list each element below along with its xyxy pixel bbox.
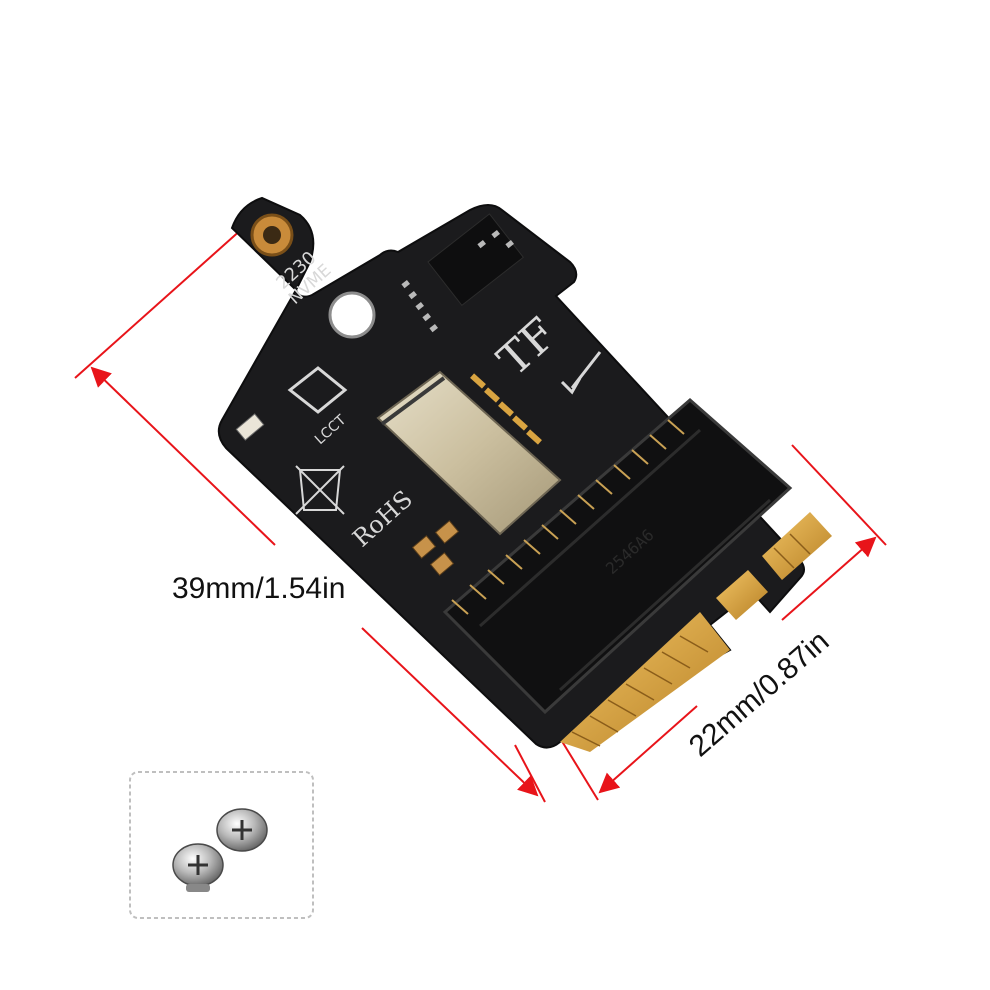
m2-socket (442, 398, 793, 715)
finger-divisions (571, 533, 811, 747)
tf-card-slot (376, 370, 562, 536)
chip-pins (401, 229, 514, 333)
gold-edge-fingers (560, 512, 832, 752)
dimension-lines (74, 227, 887, 803)
screw-icon (216, 808, 268, 852)
width-arrow-bottom (598, 705, 698, 794)
socket-slot (479, 428, 772, 692)
socket-pins (451, 419, 685, 615)
m2-adapter-board: 2230 NVME TF LCCT (217, 196, 832, 752)
screw-icon (172, 843, 224, 892)
length-arrow-bottom (361, 627, 539, 797)
controller-chip (427, 213, 525, 307)
extension-line (559, 737, 599, 801)
accessory-box (129, 771, 314, 919)
tf-slot-opening (380, 376, 446, 426)
accessory-frame (129, 771, 314, 919)
lcct-logo-icon (287, 366, 348, 414)
extension-line (791, 444, 887, 546)
mounting-hole (328, 291, 376, 339)
width-arrow-top (781, 536, 877, 621)
extension-line (74, 227, 244, 379)
insert-arrow-icon (560, 351, 602, 395)
tf-slot-pins (470, 373, 542, 445)
standoff-hole (263, 226, 281, 244)
extension-line (514, 744, 546, 803)
led-component (235, 413, 265, 441)
length-arrow-top (90, 366, 276, 546)
weee-bin-icon (295, 465, 345, 515)
length-dimension-label: 39mm/1.54in (172, 572, 345, 605)
capacitors (411, 520, 460, 576)
